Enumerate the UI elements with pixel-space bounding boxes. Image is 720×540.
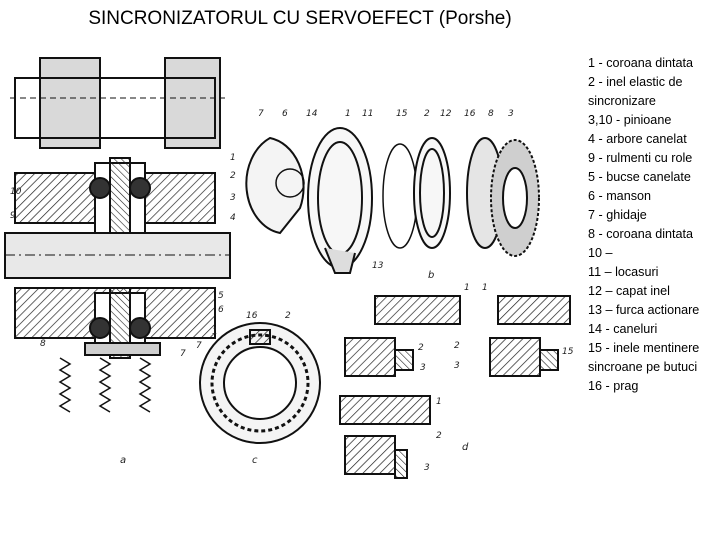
svg-text:1: 1: [230, 153, 236, 163]
svg-text:1: 1: [464, 283, 470, 293]
svg-text:6: 6: [282, 109, 288, 119]
parts-legend: 1 - coroana dintata 2 - inel elastic de …: [588, 54, 718, 396]
svg-text:15: 15: [396, 109, 408, 119]
legend-item: 2 - inel elastic de sincronizare: [588, 75, 683, 108]
cross-section-view-c: [199, 322, 321, 444]
svg-text:12: 12: [440, 109, 452, 119]
svg-text:2: 2: [418, 343, 424, 353]
svg-text:7: 7: [258, 109, 264, 119]
legend-item: 14 - caneluri: [588, 322, 658, 336]
view-b-caption: b: [428, 270, 434, 281]
svg-text:7: 7: [180, 349, 186, 359]
view-d-labels: 1 1 2 3 2 3 15 1 2 3 d: [418, 283, 574, 473]
legend-item: 9 - rulmenti cu role: [588, 151, 693, 165]
svg-text:11: 11: [362, 109, 373, 119]
svg-text:16: 16: [246, 311, 258, 321]
legend-item: 5 - bucse canelate: [588, 170, 691, 184]
svg-text:2: 2: [454, 341, 460, 351]
legend-item: 7 - ghidaje: [588, 208, 647, 222]
view-a-caption: a: [120, 455, 126, 466]
svg-text:1: 1: [436, 397, 442, 407]
svg-text:2: 2: [424, 109, 430, 119]
svg-text:6: 6: [218, 305, 224, 315]
svg-text:10: 10: [10, 187, 22, 197]
svg-text:9: 9: [10, 211, 16, 221]
legend-item: 11 – locasuri: [588, 265, 659, 279]
svg-text:2: 2: [436, 431, 442, 441]
legend-item: 15 - inele mentinere sincroane pe butuci: [588, 341, 700, 374]
detail-view-d: [339, 295, 571, 479]
svg-text:3: 3: [424, 463, 430, 473]
legend-item: 16 - prag: [588, 379, 639, 393]
svg-text:2: 2: [285, 311, 291, 321]
svg-text:1: 1: [482, 283, 488, 293]
svg-text:3: 3: [508, 109, 514, 119]
view-d-caption: d: [462, 442, 469, 453]
svg-text:2: 2: [230, 171, 236, 181]
svg-text:8: 8: [488, 109, 494, 119]
legend-item: 3,10 - pinioane: [588, 113, 672, 127]
view-c-caption: c: [252, 455, 258, 466]
legend-item: 6 - manson: [588, 189, 651, 203]
svg-text:14: 14: [306, 109, 318, 119]
view-a-labels: 1 2 3 4 5 6 7 8 9 10 a: [10, 153, 236, 466]
synchronizer-diagram: 1 2 3 4 5 6 7 8 9 10 a 7 6 14 1 11 15: [4, 57, 574, 479]
svg-text:7: 7: [196, 341, 202, 351]
legend-item: 13 – furca actionare: [588, 303, 700, 317]
section-view-a: [4, 57, 231, 413]
svg-text:5: 5: [218, 291, 224, 301]
svg-text:15: 15: [562, 347, 574, 357]
view-c-labels: 16 2 7 1 c: [196, 311, 291, 466]
exploded-view-b: [245, 127, 540, 274]
svg-text:1: 1: [212, 327, 218, 337]
svg-text:3: 3: [454, 361, 460, 371]
legend-item: 4 - arbore canelat: [588, 132, 687, 146]
svg-text:16: 16: [464, 109, 476, 119]
svg-text:4: 4: [230, 213, 236, 223]
svg-text:3: 3: [420, 363, 426, 373]
page-title: SINCRONIZATORUL CU SERVOEFECT (Porshe): [88, 8, 512, 29]
legend-item: 10 –: [588, 246, 613, 260]
svg-text:8: 8: [40, 339, 46, 349]
svg-text:1: 1: [345, 109, 351, 119]
view-b-labels: 7 6 14 1 11 15 2 12 16 8 3 13 b: [258, 109, 514, 281]
svg-text:13: 13: [372, 261, 384, 271]
legend-item: 8 - coroana dintata: [588, 227, 694, 241]
legend-item: 12 – capat inel: [588, 284, 670, 298]
svg-text:3: 3: [230, 193, 236, 203]
legend-item: 1 - coroana dintata: [588, 56, 694, 70]
